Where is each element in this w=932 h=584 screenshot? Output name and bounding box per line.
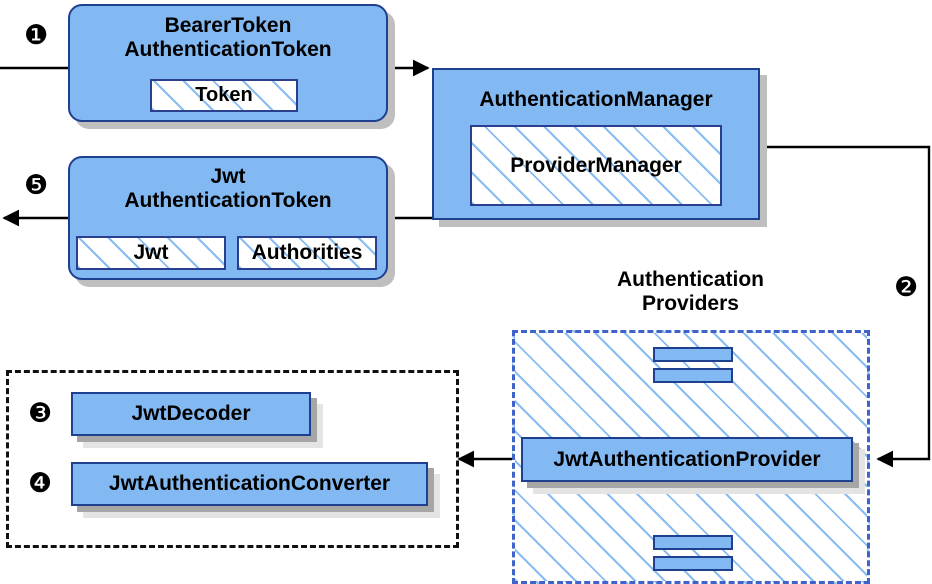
node-jwt-authentication-converter[interactable]: JwtAuthenticationConverter <box>71 462 428 506</box>
node-jwt-authentication-provider[interactable]: JwtAuthenticationProvider <box>521 437 853 482</box>
node-bearer-token-inner-token[interactable]: Token <box>150 79 298 112</box>
provider-bar-bottom-2 <box>653 556 733 571</box>
jwt-inner-label: Jwt <box>133 241 169 264</box>
jwt-authentication-token-label-line1: Jwt <box>210 165 246 188</box>
bearer-token-label-line1: BearerToken <box>164 14 292 37</box>
group-jwt-support <box>6 370 459 548</box>
authentication-providers-label-line1: Authentication <box>617 268 764 291</box>
jwt-authentication-token-label-line2: AuthenticationToken <box>124 188 332 212</box>
node-provider-manager[interactable]: ProviderManager <box>470 125 722 206</box>
provider-bar-top-1 <box>653 347 733 362</box>
node-jwt-authentication-token-inner-jwt[interactable]: Jwt <box>76 236 226 270</box>
authentication-manager-label: AuthenticationManager <box>479 88 713 111</box>
jwt-decoder-label: JwtDecoder <box>131 402 251 426</box>
provider-bar-bottom-1 <box>653 535 733 550</box>
marker-5: ❺ <box>24 170 49 201</box>
authentication-providers-label: Authentication Providers <box>588 268 793 315</box>
marker-3: ❸ <box>28 398 53 429</box>
node-jwt-authentication-token-inner-authorities[interactable]: Authorities <box>237 236 377 270</box>
node-jwt-decoder[interactable]: JwtDecoder <box>71 392 311 436</box>
bearer-token-label-line2: AuthenticationToken <box>124 37 332 61</box>
jwt-authentication-converter-label: JwtAuthenticationConverter <box>108 472 391 496</box>
marker-4: ❹ <box>28 468 53 499</box>
provider-bar-top-2 <box>653 368 733 383</box>
authorities-inner-label: Authorities <box>251 241 363 264</box>
marker-2: ❷ <box>894 272 919 303</box>
provider-manager-label: ProviderManager <box>510 153 682 177</box>
marker-1: ❶ <box>24 20 49 51</box>
jwt-authentication-provider-label: JwtAuthenticationProvider <box>553 447 821 471</box>
bearer-token-inner-token-label: Token <box>195 84 253 106</box>
authentication-providers-label-line2: Providers <box>642 291 739 315</box>
